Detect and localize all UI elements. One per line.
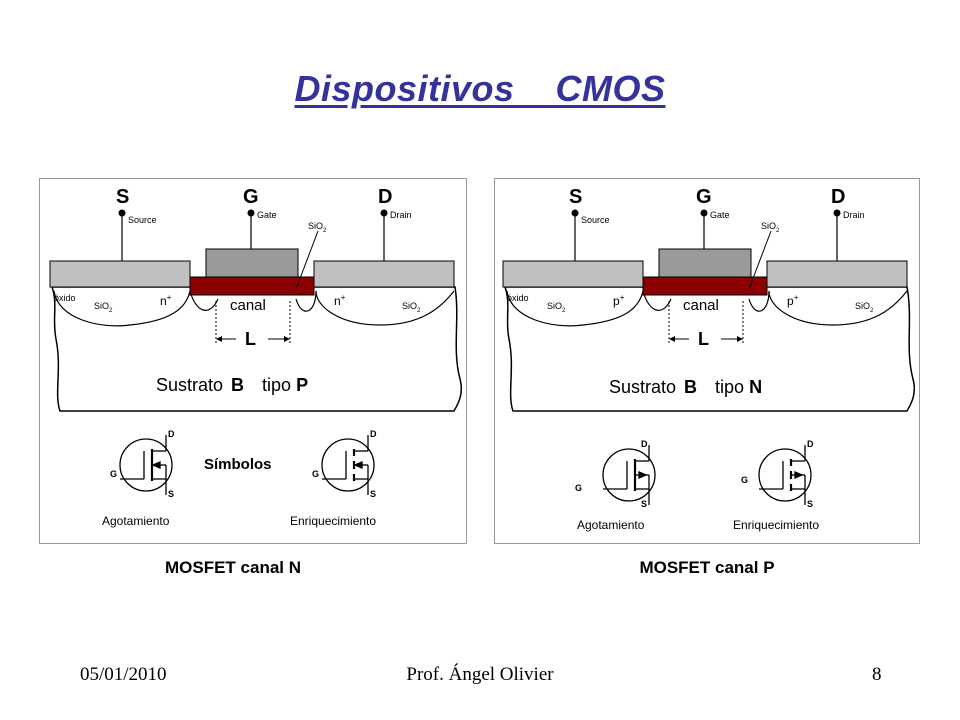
enh-d-label: D bbox=[370, 429, 377, 439]
gate-electrode bbox=[205, 248, 299, 278]
dep-d-label: D bbox=[168, 429, 175, 439]
footer-author: Prof. Ángel Olivier bbox=[406, 664, 554, 685]
oxide-label: óxido bbox=[507, 293, 529, 303]
channel-label: canal bbox=[230, 297, 266, 314]
slide-title: Dispositivos CMOS bbox=[294, 68, 666, 109]
field-oxide-left bbox=[53, 290, 191, 327]
oxide-label: óxido bbox=[54, 293, 76, 303]
nmos-cross-section-diagram: S G D Source Gate Drain SiO2 óxido SiO2 … bbox=[49, 186, 463, 528]
doping-left: n+ bbox=[160, 293, 172, 308]
doping-right: p+ bbox=[787, 293, 799, 308]
dep-s-label: S bbox=[168, 489, 174, 499]
label-source: Source bbox=[581, 215, 610, 225]
drain-contact bbox=[313, 260, 455, 288]
label-drain: Drain bbox=[390, 210, 412, 220]
dep-d-label: D bbox=[641, 439, 648, 449]
terminal-g: G bbox=[696, 186, 712, 208]
sio2-label-right: SiO2 bbox=[402, 301, 421, 314]
nmos-depletion-icon bbox=[119, 435, 173, 495]
nmos-panel: S G D Source Gate Drain SiO2 óxido SiO2 … bbox=[39, 178, 467, 544]
substrate-body bbox=[50, 286, 463, 412]
field-oxide-right bbox=[315, 290, 455, 326]
sio2-label-gate: SiO2 bbox=[761, 221, 780, 234]
terminal-s: S bbox=[116, 186, 129, 208]
channel-label: canal bbox=[683, 297, 719, 314]
source-contact bbox=[49, 260, 191, 288]
pmos-panel: S G D Source Gate Drain SiO2 óxido SiO2 … bbox=[494, 178, 920, 544]
length-label: L bbox=[245, 329, 256, 349]
enh-s-label: S bbox=[807, 499, 813, 509]
depletion-label: Agotamiento bbox=[102, 514, 170, 528]
gate-electrode bbox=[658, 248, 752, 278]
field-oxide-right bbox=[768, 290, 908, 326]
dep-g-label: G bbox=[575, 483, 582, 493]
caption-pmos: MOSFET canal P bbox=[639, 558, 775, 577]
nmos-enhancement-icon bbox=[321, 435, 375, 495]
terminal-g: G bbox=[243, 186, 259, 208]
length-label: L bbox=[698, 329, 709, 349]
label-source: Source bbox=[128, 215, 157, 225]
sio2-label-gate: SiO2 bbox=[308, 221, 327, 234]
enh-d-label: D bbox=[807, 439, 814, 449]
drain-contact bbox=[766, 260, 908, 288]
source-contact bbox=[502, 260, 644, 288]
pmos-enhancement-icon bbox=[758, 445, 812, 505]
symbols-title: Símbolos bbox=[204, 456, 272, 473]
enh-g-label: G bbox=[312, 469, 319, 479]
diffusion-right bbox=[295, 290, 317, 312]
field-oxide-left bbox=[506, 290, 644, 327]
dep-g-label: G bbox=[110, 469, 117, 479]
pmos-cross-section-diagram: S G D Source Gate Drain SiO2 óxido SiO2 … bbox=[502, 186, 916, 532]
label-gate: Gate bbox=[710, 210, 730, 220]
sio2-label-left: SiO2 bbox=[94, 301, 113, 314]
gate-oxide bbox=[189, 276, 315, 296]
enhancement-label: Enriquecimiento bbox=[290, 514, 376, 528]
dep-s-label: S bbox=[641, 499, 647, 509]
substrate-body bbox=[503, 286, 916, 412]
pmos-depletion-icon bbox=[602, 445, 656, 505]
gate-oxide bbox=[642, 276, 768, 296]
terminal-s: S bbox=[569, 186, 582, 208]
caption-nmos: MOSFET canal N bbox=[164, 558, 302, 577]
terminal-d: D bbox=[831, 186, 845, 208]
footer-page-number: 8 bbox=[872, 664, 882, 685]
doping-left: p+ bbox=[613, 293, 625, 308]
diffusion-right bbox=[748, 290, 770, 312]
label-gate: Gate bbox=[257, 210, 277, 220]
enh-g-label: G bbox=[741, 475, 748, 485]
depletion-label: Agotamiento bbox=[577, 518, 645, 532]
footer-date: 05/01/2010 bbox=[80, 664, 167, 685]
label-drain: Drain bbox=[843, 210, 865, 220]
enhancement-label: Enriquecimiento bbox=[733, 518, 819, 532]
sio2-label-left: SiO2 bbox=[547, 301, 566, 314]
sio2-label-right: SiO2 bbox=[855, 301, 874, 314]
terminal-d: D bbox=[378, 186, 392, 208]
enh-s-label: S bbox=[370, 489, 376, 499]
doping-right: n+ bbox=[334, 293, 346, 308]
